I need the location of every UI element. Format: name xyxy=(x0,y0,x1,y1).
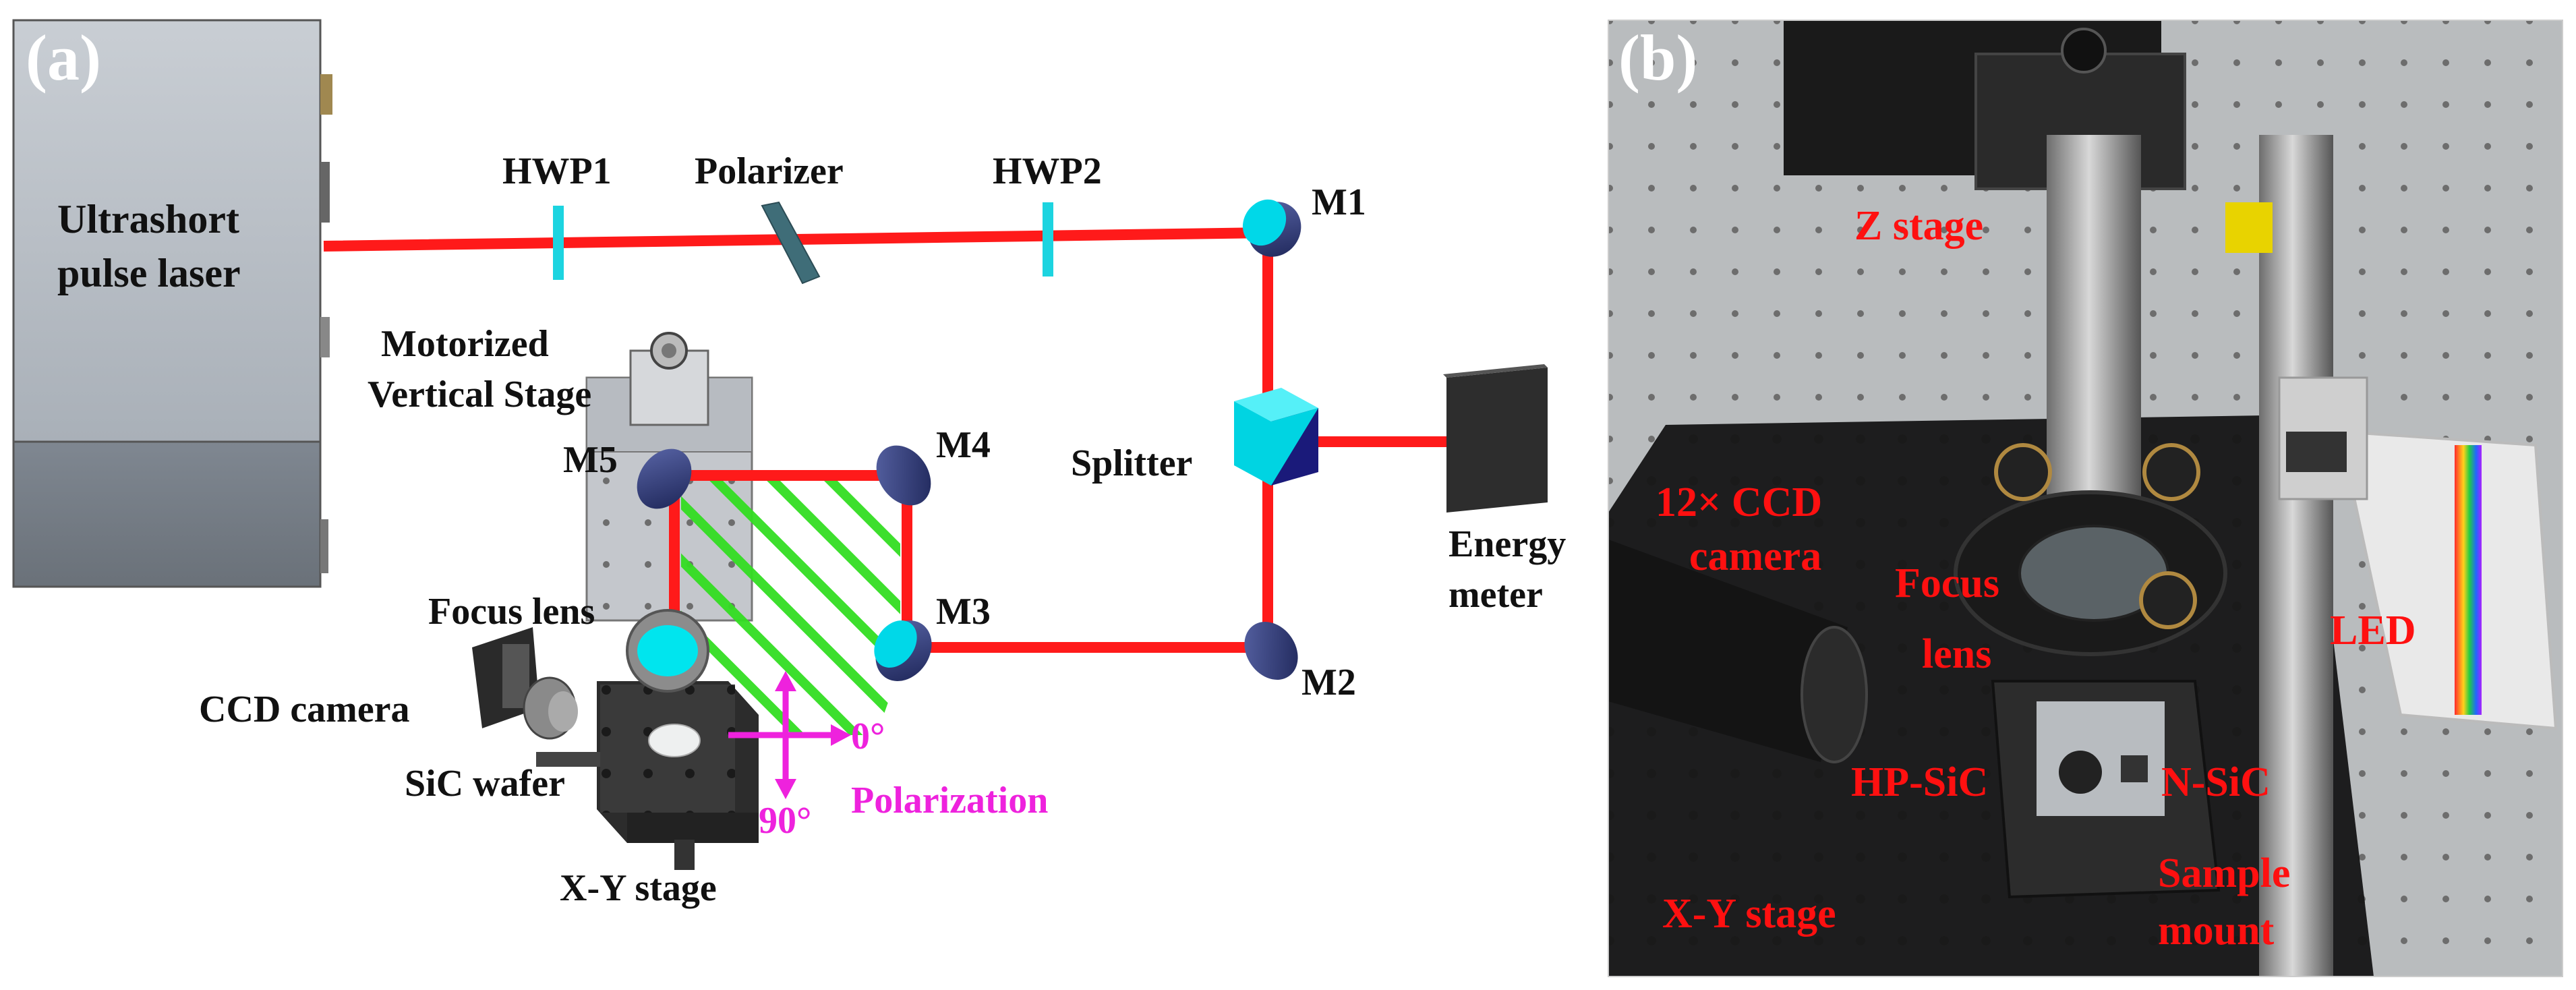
photo-ccd-camera xyxy=(1608,540,1868,763)
mirror-m5 xyxy=(637,448,692,509)
photo-xy-stage-label: X-Y stage xyxy=(1662,891,1836,937)
m5-label: M5 xyxy=(563,439,618,481)
m2-label: M2 xyxy=(1301,662,1356,703)
ccd-camera-label: CCD camera xyxy=(199,689,410,730)
m1-label: M1 xyxy=(1312,181,1366,223)
photo-ccd-label-line1: 12× CCD xyxy=(1656,479,1822,525)
photo-ccd-label-line2: camera xyxy=(1689,533,1821,579)
hwp2-plate xyxy=(1043,202,1053,276)
xy-stage-label: X-Y stage xyxy=(560,867,717,909)
photo-led xyxy=(2278,376,2558,730)
laser-label-line1: Ultrashort xyxy=(57,197,239,241)
hatched-beam-region xyxy=(681,475,900,735)
mirror-m1 xyxy=(1242,199,1301,257)
angle-0-label: 0° xyxy=(851,716,885,757)
laser-label-line2: pulse laser xyxy=(57,251,241,295)
post-rod xyxy=(2259,135,2333,977)
polarizer-plate xyxy=(761,201,821,285)
xy-stage xyxy=(536,681,759,870)
z-stage-tube xyxy=(2047,135,2141,499)
panel-b-frame xyxy=(1608,20,2563,977)
photo-focus-lens-mount xyxy=(1954,443,2227,656)
polarization-arrows xyxy=(728,671,851,799)
vertical-stage-label-line1: Motorized xyxy=(381,323,549,365)
hp-sic-label: HP-SiC xyxy=(1851,759,1988,805)
photo-led-label: LED xyxy=(2330,608,2416,653)
panel-a-letter: (a) xyxy=(26,22,101,94)
angle-90-label: 90° xyxy=(759,800,811,842)
photo-focus-label-line1: Focus xyxy=(1895,560,1999,606)
m4-label: M4 xyxy=(936,424,991,466)
vertical-stage-label-line2: Vertical Stage xyxy=(368,374,591,415)
hwp1-plate xyxy=(553,206,564,280)
focus-lens-optic xyxy=(626,609,709,693)
photo-sample-mount xyxy=(1991,680,2221,899)
beam-splitter xyxy=(1234,388,1318,486)
m3-label: M3 xyxy=(936,591,991,633)
z-stage-label: Z stage xyxy=(1854,203,1983,249)
energy-meter-label-line1: Energy xyxy=(1448,523,1566,565)
n-sic-label: N-SiC xyxy=(2161,759,2271,805)
hwp2-label: HWP2 xyxy=(993,150,1102,192)
mirror-m3 xyxy=(874,620,932,681)
panel-b: (b) Z stage 12× CCD camera Focus lens LE… xyxy=(1608,20,2563,977)
laser-box xyxy=(12,19,332,588)
energy-meter-device xyxy=(1443,364,1548,513)
mirror-m2 xyxy=(1244,622,1298,680)
polarizer-label: Polarizer xyxy=(695,150,844,192)
energy-meter-label-line2: meter xyxy=(1448,574,1543,616)
sample-mount-label-line2: mount xyxy=(2158,908,2275,954)
mirror-m4 xyxy=(876,445,931,506)
sample-mount-label-line1: Sample xyxy=(2158,850,2290,896)
sic-wafer-label: SiC wafer xyxy=(405,763,565,805)
focus-lens-label: Focus lens xyxy=(428,591,595,633)
polarization-label: Polarization xyxy=(851,780,1048,821)
hwp1-label: HWP1 xyxy=(502,150,612,192)
panel-b-letter: (b) xyxy=(1618,22,1697,94)
photo-focus-label-line2: lens xyxy=(1922,631,1991,677)
panel-a: (a) Ultrashort pulse laser HWP1 Polarize… xyxy=(12,19,1566,909)
splitter-label: Splitter xyxy=(1071,442,1192,484)
ccd-camera-device xyxy=(472,627,578,740)
